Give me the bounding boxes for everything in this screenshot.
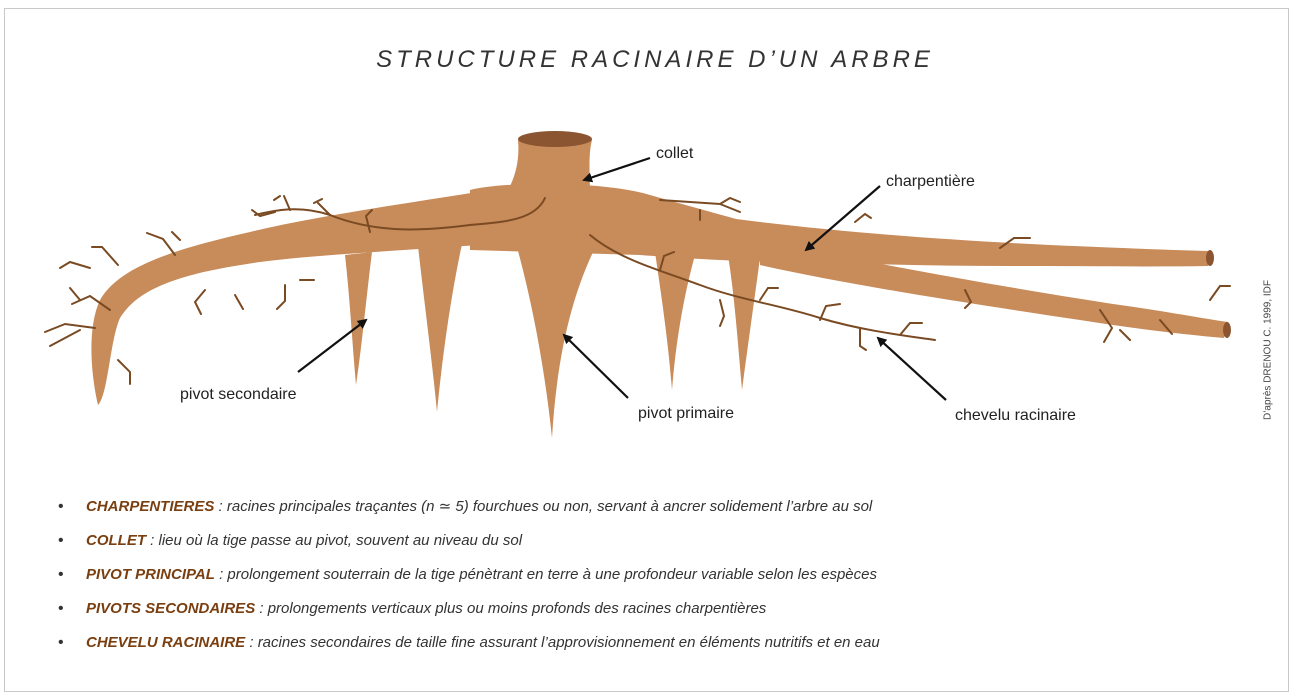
definition-term: PIVOT PRINCIPAL: [86, 566, 215, 583]
definition-term: CHEVELU RACINAIRE: [86, 634, 245, 651]
definition-term: COLLET: [86, 532, 146, 549]
definition-item: •COLLET : lieu où la tige passe au pivot…: [58, 524, 880, 558]
definition-item: •PIVOTS SECONDAIRES : prolongements vert…: [58, 592, 880, 626]
arrow-pivot-primaire: [564, 335, 628, 398]
definition-item: •CHEVELU RACINAIRE : racines secondaires…: [58, 626, 880, 660]
label-pivot-primaire: pivot primaire: [638, 405, 734, 422]
bullet: •: [58, 558, 86, 592]
definitions-list: •CHARPENTIERES : racines principales tra…: [58, 490, 880, 660]
root-diagram: collet charpentière pivot secondaire piv…: [0, 0, 1292, 470]
arrow-chevelu: [878, 338, 946, 400]
pivot-primaire: [515, 240, 598, 438]
bullet: •: [58, 524, 86, 558]
source-credit: D’après DRENOU C. 1999, IDF: [1263, 280, 1274, 420]
definition-term: PIVOTS SECONDAIRES: [86, 600, 255, 617]
pivot-secondaire-3: [655, 252, 695, 390]
arrow-collet: [584, 158, 650, 180]
definition-text: : racines principales traçantes (n ≃ 5) …: [214, 498, 872, 515]
label-chevelu: chevelu racinaire: [955, 407, 1076, 424]
label-collet: collet: [656, 145, 694, 162]
right-charpentiere-upper: [640, 205, 1210, 266]
definition-text: : prolongement souterrain de la tige pén…: [215, 566, 877, 583]
bullet: •: [58, 592, 86, 626]
pivot-secondaire-4: [728, 255, 760, 390]
definition-item: •PIVOT PRINCIPAL : prolongement souterra…: [58, 558, 880, 592]
definition-text: : lieu où la tige passe au pivot, souven…: [146, 532, 522, 549]
definition-text: : prolongements verticaux plus ou moins …: [255, 600, 766, 617]
definition-text: : racines secondaires de taille fine ass…: [245, 634, 880, 651]
pivot-secondaire-2: [418, 244, 462, 412]
label-pivot-secondaire: pivot secondaire: [180, 386, 297, 403]
bullet: •: [58, 490, 86, 524]
pivot-secondaire-1: [345, 252, 372, 385]
definition-term: CHARPENTIERES: [86, 498, 214, 515]
label-charpentiere: charpentière: [886, 173, 975, 190]
definition-item: •CHARPENTIERES : racines principales tra…: [58, 490, 880, 524]
collet-top: [518, 131, 592, 147]
bullet: •: [58, 626, 86, 660]
